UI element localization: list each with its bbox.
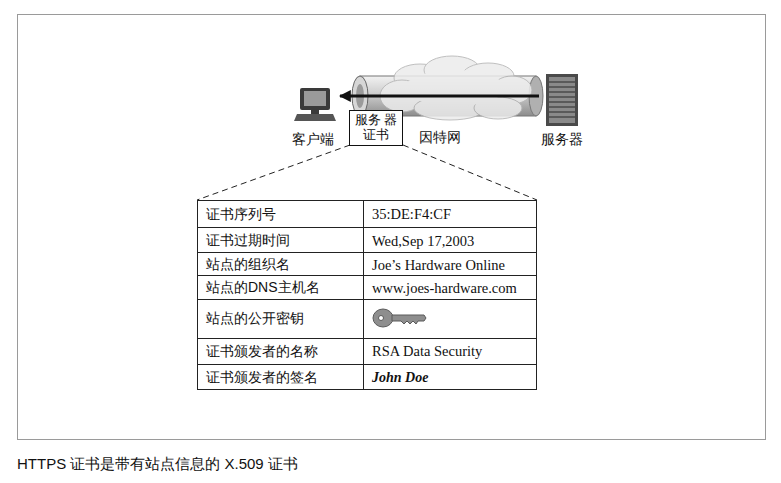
field-value-cell: RSA Data Security [364,339,537,364]
label-text: John Doe [372,370,428,386]
label-text: Joe’s Hardware Online [372,257,505,274]
signature-cell: John Doe [364,365,537,390]
field-value-cell: www.joes-hardware.com [364,277,537,299]
field-name-cell: 证书颁发者的名称 [198,339,363,364]
field-value-cell: Joe’s Hardware Online [364,254,537,276]
label-text: www.joes-hardware.com [372,280,517,297]
certificate-box: 服务 器证书 [349,110,403,146]
label-text: 证书颁发者的签名 [206,369,318,387]
callout-lines [197,145,537,200]
server-icon [546,74,578,126]
server-machine: 服务器 [539,72,585,148]
figure-caption: HTTPS 证书是带有站点信息的 X.509 证书 [17,455,298,474]
field-value-cell: Wed,Sep 17,2003 [364,229,537,253]
label-text: 因特网 [419,129,461,147]
field-name-cell: 站点的DNS主机名 [198,277,363,299]
field-name-cell: 证书过期时间 [198,229,363,253]
label-text: 证书序列号 [206,206,276,224]
node-label: 服务 器证书 [355,112,398,142]
field-name-cell: 证书颁发者的签名 [198,365,363,390]
label-text: Wed,Sep 17,2003 [372,233,474,250]
label-text: 35:DE:F4:CF [372,206,451,223]
field-name-cell: 站点的公开密钥 [198,300,363,338]
outer-frame [18,15,766,440]
label-text: RSA Data Security [372,343,482,360]
label-text: 站点的DNS主机名 [206,279,320,297]
label-text: 证书颁发者的名称 [206,343,318,361]
key-icon [373,309,426,327]
network-label: 因特网 [419,128,469,148]
client-computer: 客户端 [288,84,338,148]
field-name-cell: 证书序列号 [198,201,363,228]
field-name-cell: 站点的组织名 [198,254,363,276]
certificate-table [198,201,537,390]
node-label: 客户端 [292,131,334,148]
label-text: 站点的组织名 [206,256,290,274]
data-arrow [340,95,539,98]
computer-icon [294,88,336,121]
label-text: 站点的公开密钥 [206,310,304,328]
field-value-cell: 35:DE:F4:CF [364,201,537,228]
node-label: 服务器 [541,131,583,148]
label-text: 证书过期时间 [206,232,290,250]
